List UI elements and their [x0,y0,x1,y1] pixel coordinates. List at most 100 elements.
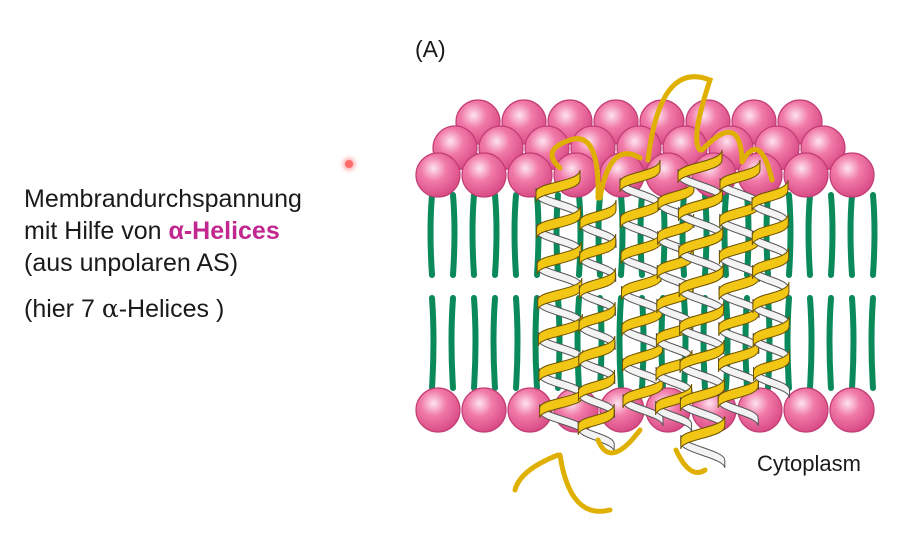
alpha-helix [717,159,761,427]
lipid-tail [469,192,477,278]
helix-front-strand [717,375,759,409]
lipid-tail [786,192,794,278]
lipid-tail [868,295,876,391]
helix-front-strand [536,205,582,239]
text-line-2-prefix: mit Hilfe von [24,217,169,245]
helix-front-strand [751,179,789,212]
helix-front-strand [679,377,725,412]
lipid-head [461,387,507,433]
alpha-helix [751,179,790,399]
helix-front-strand [678,263,724,298]
lipid-tail [490,295,498,391]
alpha-helices-emphasis: α-Helices [168,217,280,245]
helix-front-strand [657,179,695,212]
helix-back-strand [753,366,790,399]
helix-front-strand [752,281,790,314]
helix-front-strand [620,195,661,229]
helix-back-strand [578,318,616,351]
helix-front-strand [622,339,663,373]
lipid-tail [574,295,582,391]
helix-back-strand [717,393,759,427]
connecting-loop [645,74,714,163]
helix-front-strand [752,315,790,348]
lipid-tail [513,295,521,391]
lipid-tail [849,295,857,391]
lipid-tail [805,192,813,278]
helix-back-strand [677,168,723,203]
helix-front-strand [621,267,662,301]
lipid-head [829,387,875,433]
lipid-tail [784,295,792,391]
helix-front-strand [537,277,583,311]
helix-front-strand [752,247,790,280]
helix-back-strand [539,403,585,437]
helix-front-strand [753,349,790,382]
helix-front-strand [579,199,617,232]
text-line-3: (aus unpolaren AS) [24,249,239,277]
helix-back-strand [619,177,661,211]
helix-back-strand [679,396,725,431]
connecting-loop [597,151,643,201]
helix-back-strand [680,434,726,469]
helix-back-strand [578,386,615,419]
helix-back-strand [622,393,664,427]
lipid-head [783,152,829,198]
helix-front-strand [679,339,725,374]
helix-back-strand [752,332,790,365]
helix-front-strand [620,231,662,265]
laser-pointer-dot [345,160,353,168]
helix-back-strand [578,352,616,385]
helix-back-strand [751,196,789,229]
lipid-tail [721,192,729,278]
lipid-tail [870,192,878,278]
helix-front-strand [536,241,582,275]
lipid-tail [576,192,584,278]
lipid-tail [616,295,624,391]
connecting-loop [512,452,561,493]
helix-front-strand [579,233,617,266]
helix-front-strand [619,159,661,193]
helix-front-strand [719,195,761,229]
helix-front-strand [657,213,695,246]
helix-front-strand [718,303,760,337]
cytoplasm-label: Cytoplasm [757,451,861,476]
helix-back-strand [751,230,789,263]
helix-back-strand [679,320,725,355]
connecting-loop [673,447,708,475]
connecting-loop [739,147,775,183]
lipid-tail [618,192,626,278]
lipid-tail [448,295,456,391]
helix-front-strand [719,159,761,193]
lipid-tail [681,295,689,391]
text-line-4: (hier 7 α-Helices ) [24,293,302,325]
helix-front-strand [679,301,725,336]
description-text: Membrandurchspannung mit Hilfe von α-Hel… [24,183,302,325]
helix-back-strand [578,284,616,317]
lipid-head [783,387,829,433]
helix-front-strand [537,313,583,347]
lipid-tail [532,295,540,391]
helix-front-strand [622,375,664,409]
helix-back-strand [752,298,790,331]
lipid-tail [471,295,479,391]
helix-front-strand [578,301,616,334]
lipid-head [829,152,875,198]
helix-front-strand [535,169,581,203]
helix-back-strand [718,249,760,283]
text-line-4-alpha: α [101,294,119,323]
helix-back-strand [621,285,662,319]
alpha-helix [619,159,664,427]
lipid-tail [429,295,437,391]
alpha-helix-bundle [512,74,790,514]
helix-back-strand [718,321,760,355]
lipid-tail [723,295,731,391]
helix-back-strand [579,216,617,249]
text-line-4-suffix: -Helices ) [118,295,225,323]
lipid-tail [807,295,815,391]
connecting-loop [557,452,613,514]
helix-back-strand [718,285,760,319]
helix-back-strand [622,357,663,391]
lipid-tail [828,192,836,278]
lipid-tail [555,295,563,391]
